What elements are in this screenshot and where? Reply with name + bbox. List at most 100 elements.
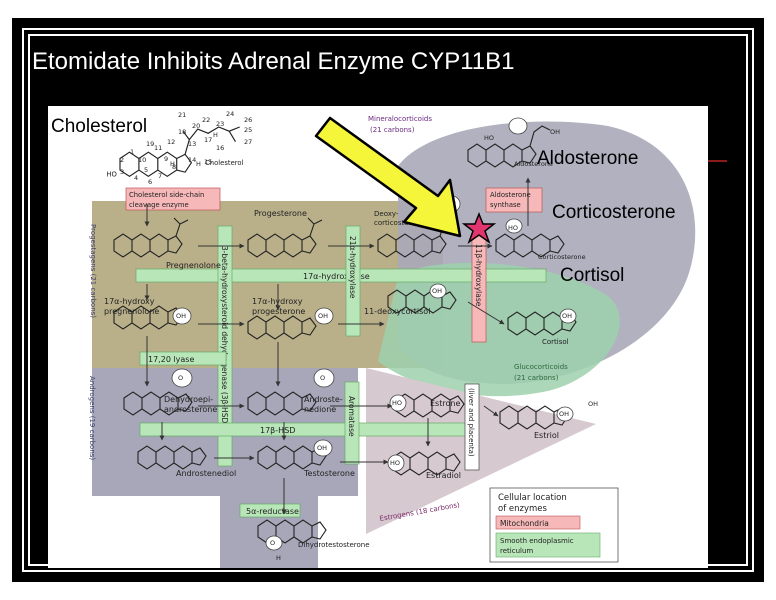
svg-text:18: 18 [178, 128, 186, 136]
svg-text:24: 24 [226, 110, 234, 118]
decorative-rule [703, 160, 727, 162]
mineralocorticoids-carbons-label: (21 carbons) [370, 126, 415, 134]
svg-text:6: 6 [148, 178, 152, 186]
star-icon [461, 211, 497, 244]
oh-pregnenolone-label-1: 17α-hydroxy [104, 297, 155, 306]
svg-text:16: 16 [216, 144, 224, 152]
svg-text:17: 17 [204, 136, 212, 144]
svg-text:19: 19 [146, 140, 154, 148]
svg-text:7: 7 [158, 172, 162, 180]
ho-label-2: HO [390, 459, 400, 467]
reductase-5a-label: 5α-reductase [246, 507, 299, 516]
oh-label-2: OH [318, 312, 328, 320]
estriol-label: Estriol [534, 431, 559, 440]
cholesterol-h-label-3: H [196, 160, 201, 168]
scc-enzyme-label-2: cleavage enzyme [129, 201, 189, 209]
oh-label-1: OH [176, 312, 186, 320]
lyase-17-20-label: 17,20 lyase [148, 355, 194, 364]
svg-text:12: 12 [167, 138, 175, 146]
aldosterone-ho-label: HO [484, 134, 494, 142]
svg-text:3: 3 [120, 168, 124, 176]
svg-text:5: 5 [144, 166, 148, 174]
aldosterone-synthase-label-1: Aldosterone [490, 191, 531, 199]
o-label-2: O [320, 374, 325, 382]
oh-label-6: OH [559, 410, 569, 418]
liver-placenta-bar [464, 383, 480, 471]
aldosterone-label: Aldosterone [514, 160, 553, 168]
hydroxylase-17a-label: 17α-hydroxylase [303, 272, 370, 281]
aldosterone-synthase-box [485, 187, 543, 213]
oh-progesterone-label-1: 17α-hydroxy [252, 297, 303, 306]
deoxycorticosterone-label-1: Deoxy- [374, 210, 399, 218]
ho-label-1: HO [392, 399, 402, 407]
svg-text:21: 21 [178, 111, 186, 119]
svg-text:23: 23 [216, 120, 224, 128]
testosterone-label: Testosterone [303, 469, 355, 478]
legend-ser-label-1: Smooth endoplasmic [500, 537, 574, 545]
androstenedione-label-2: nedione [304, 405, 336, 414]
liver-placenta-label: (liver and placenta) [467, 388, 475, 457]
estrone-label: Estrone [430, 399, 460, 408]
androgens-label: Androgens (19 carbons) [88, 376, 96, 460]
o-label-3: O [270, 539, 275, 547]
legend-title-1: Cellular location [498, 493, 567, 503]
cholesterol-atom-numbers: 21 22 24 26 25 27 23 20 18 12 17 13 16 1… [120, 110, 252, 186]
svg-text:9: 9 [164, 155, 168, 163]
aromatase-bar [344, 381, 360, 465]
svg-text:13: 13 [188, 140, 196, 148]
hydroxylase-11b-label: 11β-hydroxylase [474, 244, 483, 307]
ho-label-3: HO [508, 224, 518, 232]
svg-text:8: 8 [172, 163, 176, 171]
svg-text:26: 26 [244, 116, 252, 124]
legend-ser-label-2: reticulum [500, 547, 533, 555]
dhea-label-1: Dehydroepi- [164, 395, 213, 404]
svg-text:2: 2 [120, 156, 124, 164]
cortisol-callout: Cortisol [560, 265, 624, 286]
oh-label-5: OH [562, 312, 572, 320]
lyase-17-20-bar [139, 351, 227, 366]
oh-progesterone-label-2: progesterone [252, 307, 305, 316]
svg-text:25: 25 [244, 126, 252, 134]
corticosterone-callout: Corticosterone [552, 202, 676, 223]
cortisol-structure-label: Cortisol [542, 338, 569, 346]
svg-text:27: 27 [244, 138, 252, 146]
corticosterone-label: Corticosterone [538, 253, 586, 261]
cholesterol-ho-label: HO [106, 170, 117, 178]
androstenediol-label: Androstenediol [176, 469, 236, 478]
cholesterol-h-label-2: H [170, 160, 175, 168]
dihydrotestosterone-label: Dihydrotestosterone [298, 541, 370, 549]
progesterone-structure [247, 217, 323, 258]
progestagens-label: Progestagens (21 carbons) [89, 224, 97, 318]
deoxycorticosterone-label-2: corticosterone [374, 219, 424, 227]
h-label-4: H [276, 554, 281, 562]
svg-text:4: 4 [134, 174, 138, 182]
mineralocorticoids-label: Mineralocorticoids [368, 115, 432, 123]
yellow-arrow-icon [314, 116, 462, 238]
hsd-17b-bar [139, 422, 471, 437]
oh-label-8: OH [317, 444, 327, 452]
dhea-label-2: androsterone [164, 405, 217, 414]
cholesterol-h-label-1: H [213, 131, 218, 139]
aromatase-label: Aromatase [347, 396, 356, 437]
slide-title: Etomidate Inhibits Adrenal Enzyme CYP11B… [32, 48, 515, 75]
svg-text:10: 10 [138, 156, 146, 164]
hsd-17b-label: 17β-HSD [260, 426, 295, 435]
scc-enzyme-label-1: Cholesterol side-chain [129, 191, 204, 199]
aldosterone-synthase-label-2: synthase [490, 201, 521, 209]
oh-pregnenolone-label-2: pregnenolone [104, 307, 159, 316]
cholesterol-structure-label: Cholesterol [205, 159, 244, 167]
legend-mitochondria-label: Mitochondria [500, 519, 549, 528]
progesterone-label: Progesterone [254, 209, 307, 218]
o-label-1: O [178, 374, 183, 382]
scc-enzyme-box [125, 187, 221, 211]
legend-title-2: of enzymes [498, 504, 548, 514]
pregnenolone-structure [113, 217, 189, 258]
svg-text:14: 14 [188, 156, 196, 164]
estrogens-region [366, 368, 596, 534]
pregnenolone-label: Pregnenolone [166, 261, 221, 270]
pathway-arrows [144, 177, 531, 515]
svg-text:15: 15 [204, 158, 212, 166]
hydroxylase-21-bar [345, 225, 361, 337]
hsd-3b-label: 3-beta-hydroxysteroid dehydrogenase (3β-… [220, 246, 229, 426]
cholesterol-callout: Cholesterol [51, 116, 147, 137]
